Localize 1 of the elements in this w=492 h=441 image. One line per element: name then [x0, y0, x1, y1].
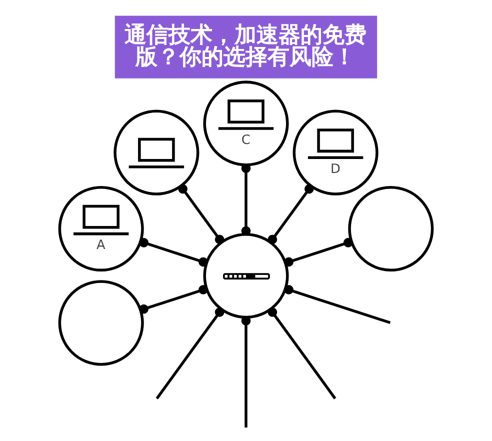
- diagram-title: 通信技术，加速器的免费版？你的选择有风险！: [124, 22, 367, 70]
